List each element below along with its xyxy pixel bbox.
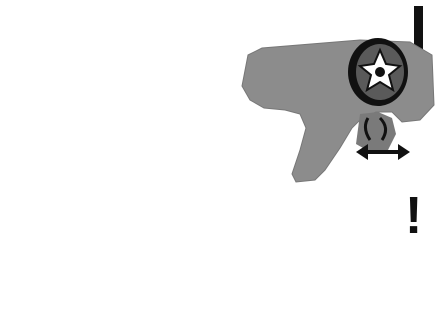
warning-mark: !	[405, 190, 422, 242]
transmitter-antenna	[414, 6, 423, 50]
transmitter-trigger-housing	[356, 112, 396, 152]
transmitter	[242, 6, 434, 182]
steering-wheel-icon	[348, 38, 408, 106]
